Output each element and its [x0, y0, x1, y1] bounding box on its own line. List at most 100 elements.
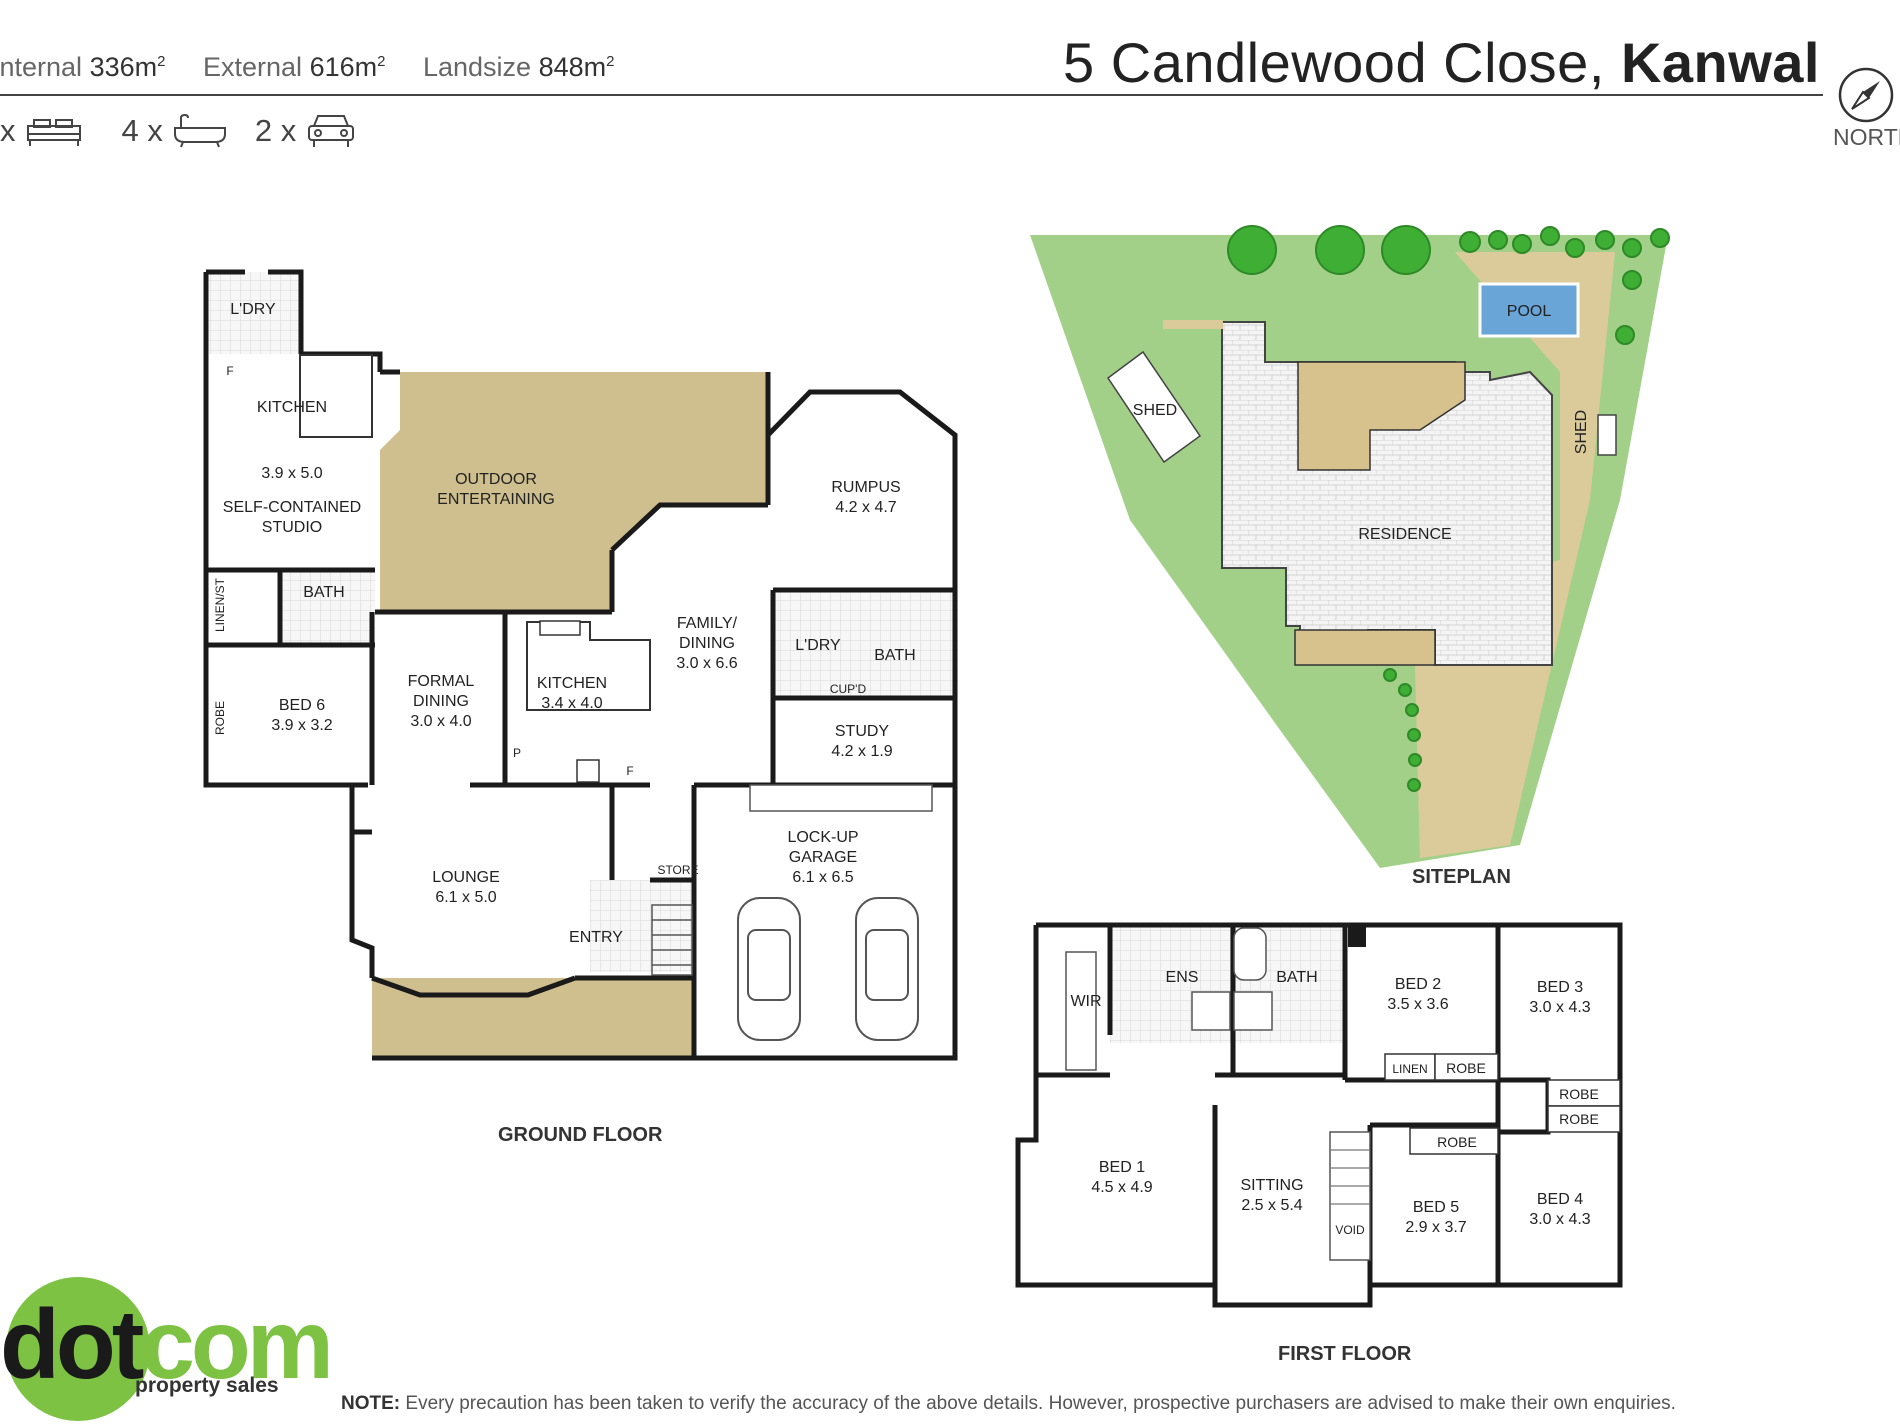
gf-pantry: P — [513, 746, 521, 760]
header-divider — [0, 94, 1823, 96]
gf-ldry: L'DRY — [795, 637, 841, 654]
site-trees — [1227, 225, 1670, 792]
gf-formal-dim: 3.0 x 4.0 — [410, 713, 471, 730]
logo-word-a: dot — [0, 1289, 144, 1399]
gf-kitchen-studio-dim: 3.9 x 5.0 — [261, 465, 322, 482]
site-pool-label: POOL — [1507, 303, 1552, 320]
compass-icon — [1838, 67, 1894, 123]
external-value: 616m2 — [309, 52, 386, 82]
ground-floor-plan: L'DRY F KITCHEN 3.9 x 5.0 SELF-CONTAINED… — [203, 269, 958, 1061]
gf-entry: ENTRY — [569, 929, 623, 946]
gf-family-1: FAMILY/ — [677, 615, 738, 632]
bed-count-label: x — [0, 113, 16, 148]
gf-rumpus: RUMPUS — [831, 479, 900, 496]
studio-bench — [299, 354, 373, 438]
internal-value: 336m2 — [89, 52, 166, 82]
gf-garage-1: LOCK-UP — [787, 829, 858, 846]
site-residence-label: RESIDENCE — [1358, 526, 1451, 543]
gf-garage-dim: 6.1 x 6.5 — [792, 869, 853, 886]
ff-bed4: BED 4 — [1537, 1191, 1583, 1208]
ff-robe-b4 — [1547, 1105, 1621, 1133]
ff-robe-b2-label: ROBE — [1446, 1060, 1486, 1076]
bathtub-icon — [173, 114, 226, 148]
laundry-bath-tiles — [773, 590, 958, 698]
north-indicator — [1832, 65, 1900, 130]
internal-label: Internal — [0, 52, 83, 82]
ff-bed5-dim: 2.9 x 3.7 — [1405, 1219, 1466, 1236]
kitchen-cooktop — [576, 759, 600, 783]
ff-robe-b3 — [1547, 1079, 1621, 1107]
ff-bed3: BED 3 — [1537, 979, 1583, 996]
bath-count-label: 4 x — [121, 113, 163, 148]
logo-wordmark: dotcom — [0, 1288, 334, 1401]
gf-bed6-dim: 3.9 x 3.2 — [271, 717, 332, 734]
north-label: NORTH — [1833, 124, 1900, 150]
ff-linen: LINEN — [1392, 1062, 1427, 1076]
ff-corner-column — [1348, 925, 1366, 947]
ff-sitting: SITTING — [1240, 1177, 1303, 1194]
logo-mark — [6, 1277, 150, 1421]
ff-ens: ENS — [1166, 969, 1199, 986]
ff-void: VOID — [1335, 1223, 1365, 1237]
gf-kitchen-dim: 3.4 x 4.0 — [541, 695, 602, 712]
bed-icon — [26, 119, 81, 146]
outdoor-entertaining-deck — [380, 372, 768, 612]
ff-wir: WIR — [1070, 993, 1101, 1010]
ff-robe-b5 — [1409, 1127, 1499, 1155]
suburb: Kanwal — [1620, 31, 1820, 94]
site-shed-right-label: SHED — [1573, 410, 1590, 454]
garage-bench — [749, 784, 933, 812]
note-label: NOTE: — [341, 1393, 401, 1414]
ff-stair-treads — [1330, 1149, 1370, 1205]
site-path-strip — [1163, 320, 1223, 329]
gf-lounge: LOUNGE — [432, 869, 500, 886]
bed-count: x — [0, 113, 82, 149]
kitchen-bench — [526, 621, 651, 711]
feature-counts: x 4 x 2 x — [0, 112, 374, 150]
first-floor-caption: FIRST FLOOR — [1278, 1343, 1412, 1365]
gf-studio-1: SELF-CONTAINED — [223, 499, 361, 516]
note-text: Every precaution has been taken to verif… — [405, 1393, 1676, 1414]
studio-bath-tiles — [280, 570, 375, 645]
logo-word-b: com — [140, 1289, 334, 1399]
external-label: External — [202, 52, 303, 82]
studio-laundry-tiles — [206, 272, 301, 354]
area-stats: Internal 336m2 External 616m2 Landsize 8… — [0, 52, 644, 83]
ff-stair — [1329, 1131, 1371, 1261]
gf-kitchen: KITCHEN — [537, 675, 607, 692]
gf-kitchen-studio: KITCHEN — [257, 399, 327, 416]
gf-robe: ROBE — [213, 701, 227, 735]
gf-lounge-dim: 6.1 x 5.0 — [435, 889, 496, 906]
ff-bed4-dim: 3.0 x 4.3 — [1529, 1211, 1590, 1228]
ff-robe-b5-label: ROBE — [1437, 1134, 1477, 1150]
gf-store: STORE — [657, 863, 698, 877]
front-porch-deck — [372, 978, 694, 1058]
garage-car-left — [737, 897, 801, 1041]
garage-car-right — [855, 897, 919, 1041]
gf-formal-2: DINING — [413, 693, 469, 710]
logo-subtitle: property sales — [135, 1374, 279, 1397]
first-floor-plan: WIR ENS BATH BED 2 3.5 x 3.6 BED 3 3.0 x… — [1015, 922, 1623, 1308]
ff-bed2: BED 2 — [1395, 976, 1441, 993]
street-address: 5 Candlewood Close, — [1063, 31, 1605, 94]
ff-wir-shelf — [1065, 951, 1097, 1071]
gf-formal-1: FORMAL — [408, 673, 475, 690]
gf-family-2: DINING — [679, 635, 735, 652]
landsize-label: Landsize — [422, 52, 532, 82]
ff-bed1-dim: 4.5 x 4.9 — [1091, 1179, 1152, 1196]
site-shed-left-label: SHED — [1133, 402, 1177, 419]
entry-tiles — [590, 880, 694, 972]
siteplan-caption: SITEPLAN — [1412, 866, 1511, 888]
gf-study-dim: 4.2 x 1.9 — [831, 743, 892, 760]
site-driveway — [1415, 662, 1510, 858]
ff-robe-b4-label: ROBE — [1559, 1111, 1599, 1127]
ff-bed5: BED 5 — [1413, 1199, 1459, 1216]
car-count-label: 2 x — [254, 113, 297, 148]
property-address: 5 Candlewood Close, Kanwal — [1063, 30, 1820, 95]
gf-fridge-studio: F — [226, 364, 233, 378]
ground-floor-walls — [203, 269, 958, 1061]
gf-ldry-top: L'DRY — [230, 301, 276, 318]
site-roof-deck — [1297, 361, 1466, 471]
bath-count: 4 x — [122, 113, 227, 149]
landsize-value: 848m2 — [538, 52, 615, 82]
